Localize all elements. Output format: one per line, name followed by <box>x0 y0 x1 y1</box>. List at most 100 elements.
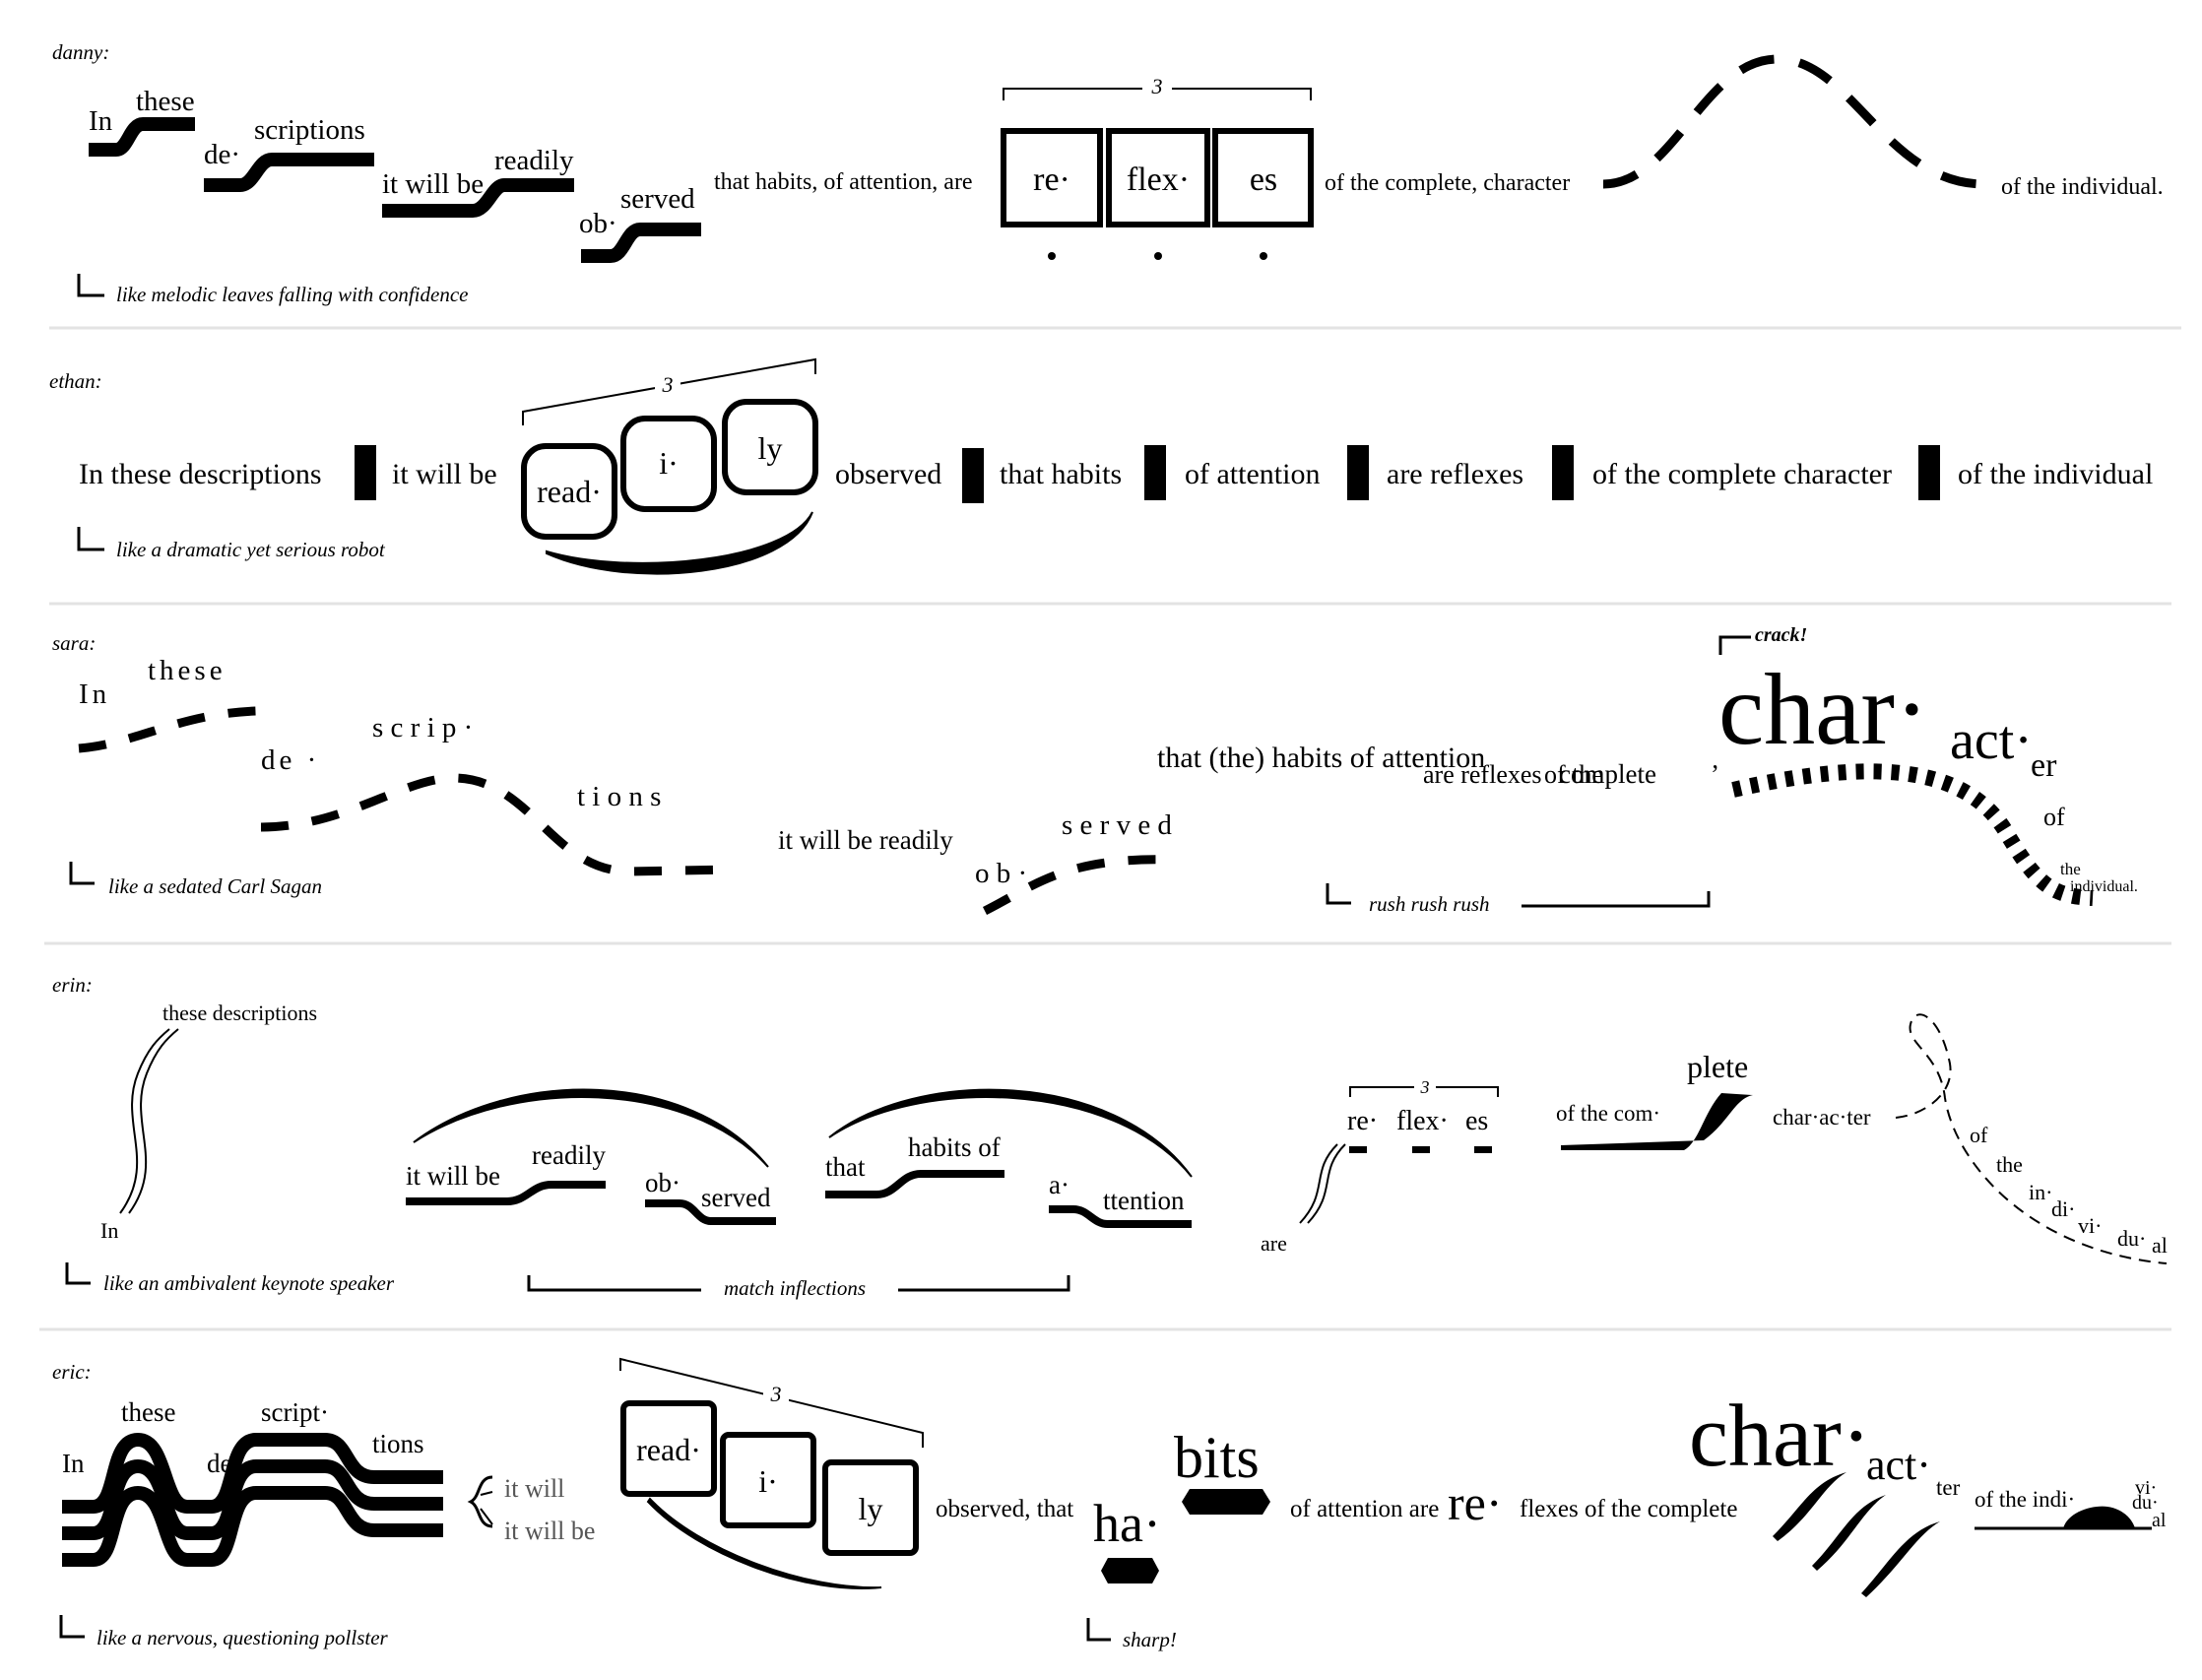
rise-line <box>128 1028 179 1214</box>
pitch-wedge <box>1561 1093 1753 1150</box>
big-syllable: act· <box>1950 710 2033 771</box>
pitch-line <box>406 1181 606 1205</box>
word: are reflexes <box>1423 760 1542 789</box>
syllable-box <box>722 399 818 495</box>
word: In <box>79 678 110 710</box>
pitch-line <box>1049 1205 1192 1228</box>
pitch-line <box>62 1458 443 1540</box>
pitch-loop-dashed <box>1895 1013 2168 1264</box>
word: these <box>148 655 227 686</box>
word: vi· <box>2135 1477 2157 1499</box>
word: are <box>1261 1231 1287 1256</box>
exclaim-note: crack! <box>1755 624 1807 646</box>
word: habits of <box>908 1132 1001 1162</box>
flourish-stroke <box>1773 1472 1846 1541</box>
speaker-name: ethan: <box>49 369 102 393</box>
word: In <box>100 1218 118 1243</box>
section-sara: sara: In these de · s c r i p · t i o n … <box>52 624 2138 916</box>
word: of the individual. <box>2001 174 2164 200</box>
syllable: i· <box>659 445 679 481</box>
speaker-name: eric: <box>52 1360 92 1384</box>
pause-block <box>1347 445 1369 500</box>
syllable: re· <box>1347 1106 1378 1136</box>
word: di· <box>2051 1196 2075 1221</box>
word: script· <box>261 1397 329 1427</box>
word: t i o n s <box>577 781 661 812</box>
word: In <box>62 1449 85 1478</box>
phrase: In these descriptions <box>79 458 322 490</box>
word: de· <box>204 139 240 170</box>
branch-brace <box>467 1475 493 1528</box>
pause-block <box>1918 445 1940 500</box>
word: individual. <box>2070 878 2138 895</box>
word: of attention are <box>1290 1496 1439 1522</box>
slur-arc <box>828 1088 1193 1178</box>
word: re· <box>1448 1475 1503 1530</box>
word: complete <box>1559 759 1656 789</box>
pitch-line <box>89 117 195 157</box>
section-dividers <box>39 326 2181 1331</box>
word: it will <box>504 1474 564 1503</box>
section-erin: erin: these descriptions In it will be r… <box>52 973 2168 1300</box>
bracket-gap <box>655 372 680 398</box>
rise-line <box>1299 1143 1338 1224</box>
word: plete <box>1687 1049 1748 1084</box>
word: de · <box>261 744 320 776</box>
rise-line <box>119 1028 170 1214</box>
triplet-number: 3 <box>662 372 674 397</box>
word: ob· <box>645 1168 680 1197</box>
word: it will be readily <box>778 825 953 855</box>
word: tions <box>372 1429 424 1458</box>
staccato-dash <box>1412 1146 1430 1153</box>
delivery-note: sharp! <box>1123 1628 1177 1651</box>
note-corner-mark <box>1086 1618 1111 1642</box>
note-bracket <box>527 1275 701 1292</box>
syllable: re· <box>1033 162 1070 198</box>
word: it will be <box>382 168 484 200</box>
word: these <box>136 86 195 117</box>
delivery-note: match inflections <box>724 1276 866 1300</box>
bracket-gap <box>1142 75 1172 100</box>
rise-line <box>1307 1143 1346 1224</box>
phrase: it will be <box>392 458 497 490</box>
delivery-note: like an ambivalent keynote speaker <box>103 1271 395 1295</box>
pitch-line-dashed <box>1731 763 2094 906</box>
syllable-box <box>822 1459 919 1556</box>
phrase: of attention <box>1185 458 1320 490</box>
syllable-box <box>620 1400 717 1497</box>
slur-arc <box>546 511 813 575</box>
word: that <box>825 1152 866 1182</box>
syllable: ly <box>758 430 783 466</box>
word: of the com· <box>1556 1101 1660 1126</box>
staccato-dash <box>1474 1146 1492 1153</box>
phrase: observed <box>835 458 941 490</box>
syllable-box <box>1106 128 1210 227</box>
word: observed, that <box>936 1496 1073 1522</box>
word: readily <box>532 1140 606 1170</box>
syllable: i· <box>758 1463 778 1499</box>
word: flexes of the complete <box>1520 1496 1737 1522</box>
section-ethan: ethan: In these descriptions it will be … <box>49 357 2153 575</box>
delivery-note: like a nervous, questioning pollster <box>97 1626 389 1649</box>
word: served <box>701 1183 771 1212</box>
syllable: es <box>1465 1106 1488 1136</box>
note-bracket <box>1522 891 1711 908</box>
note-corner-mark <box>65 1262 91 1285</box>
word: it will be <box>406 1161 500 1191</box>
pitch-line <box>825 1170 1004 1198</box>
triplet-number: 3 <box>1420 1077 1430 1097</box>
pitch-line <box>62 1485 443 1567</box>
pitch-line <box>204 153 374 192</box>
pause-block <box>1552 445 1574 500</box>
pitch-line-dashed <box>78 706 257 753</box>
syllable: flex· <box>1396 1106 1449 1136</box>
word: the <box>2060 860 2081 878</box>
word: ttention <box>1103 1186 1185 1215</box>
staccato-dot <box>1154 252 1162 260</box>
word: bits <box>1174 1425 1260 1490</box>
word: al <box>2152 1233 2168 1258</box>
bracket-gap <box>763 1382 789 1407</box>
slur-arc <box>646 1497 882 1589</box>
